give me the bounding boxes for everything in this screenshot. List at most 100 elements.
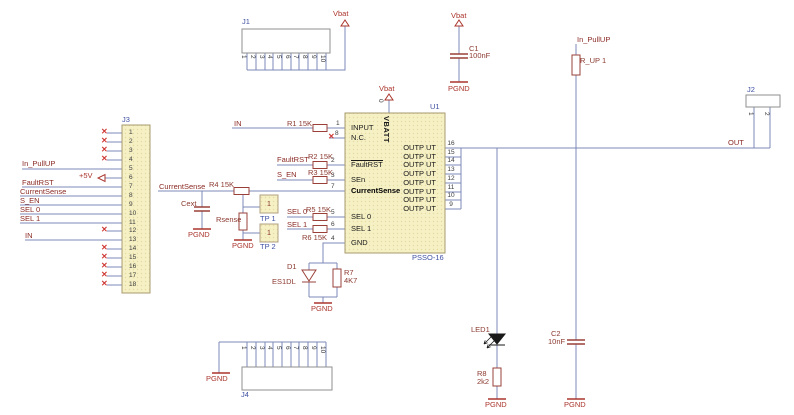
u1-output-pin-label: OUTP UT [403, 169, 436, 178]
p5v-label: +5V [79, 171, 93, 180]
wires [20, 26, 771, 399]
rup-label: R_UP 1 [580, 56, 607, 65]
j4-pin-number: 2 [249, 346, 256, 350]
r5-label: R5 15K [306, 205, 332, 214]
j1-pin-number: 2 [249, 55, 256, 59]
j3-pin-number: 12 [129, 227, 137, 234]
r3-label: R3 15K [308, 168, 334, 177]
no-connect-x-icon: ✕ [101, 154, 108, 163]
testpoint-tp2-body [259, 223, 279, 243]
no-connect-x-icon: ✕ [101, 279, 108, 288]
j3-pin-number: 14 [129, 245, 137, 252]
j4-pin-number: 10 [319, 346, 326, 354]
resistor-r8 [492, 367, 502, 387]
led-arrow-icon [486, 339, 496, 349]
u1-pin-number: 3 [331, 172, 335, 179]
j1-pin-number: 5 [275, 55, 282, 59]
led1-designator: LED1 [471, 325, 490, 334]
no-connect-x-icon: ✕ [101, 243, 108, 252]
c1-designator: C1 [469, 44, 479, 53]
j3-pin-number: 1 [129, 129, 133, 136]
u1-pin-name-sen: SEn [351, 175, 366, 184]
j4-pin-number: 3 [258, 346, 265, 350]
capacitor-cext [194, 206, 210, 212]
j3-pin-number: 4 [129, 156, 133, 163]
j1-designator: J1 [242, 17, 250, 26]
u1-pin-name-gnd: GND [351, 238, 368, 247]
u1-output-pin-label: OUTP UT [403, 143, 436, 152]
j3-pin-number: 15 [129, 254, 137, 261]
j3-pin-number: 16 [129, 263, 137, 270]
u1-pin-number: 2 [331, 157, 335, 164]
r2-label: R2 15K [308, 152, 334, 161]
power-symbols [193, 81, 585, 400]
j4-pin-number: 6 [284, 346, 291, 350]
j3-pin-number: 8 [129, 192, 133, 199]
j1-pin-number: 4 [266, 55, 273, 59]
net-label-currentsense: CurrentSense [159, 182, 206, 191]
pgnd-label: PGND [485, 400, 507, 409]
u1-output-pin-label: OUTP UT [403, 160, 436, 169]
u1-right-pin-number: 11 [447, 184, 455, 191]
r4-label: R4 15K [209, 180, 235, 189]
resistor-r7 [332, 268, 342, 288]
resistor-symbols [233, 54, 581, 387]
r7-value: 4K7 [344, 276, 358, 285]
r7-designator: R7 [344, 268, 354, 277]
u1-output-pin-label: OUTP UT [403, 178, 436, 187]
ic-u1-body [344, 112, 446, 254]
u1-pin-name-sel0: SEL 0 [351, 212, 372, 221]
d1-value: ES1DL [272, 277, 296, 286]
c1-value: 100nF [469, 51, 491, 60]
resistor-rsense [238, 212, 248, 231]
resistor-rup [571, 54, 581, 76]
resistor-r6 [312, 225, 328, 233]
j3-pin-number: 17 [129, 272, 137, 279]
u1-output-pin-label: OUTP UT [403, 204, 436, 213]
capacitor-c1 [450, 53, 468, 59]
u1-pin-name-sel1: SEL 1 [351, 224, 372, 233]
no-connect-x-icon: ✕ [101, 145, 108, 154]
rsense-label: Rsense [216, 215, 242, 224]
capacitor-symbols [194, 53, 585, 345]
j3-pin-number: 6 [129, 174, 133, 181]
connector-j4-body [241, 366, 333, 391]
u1-pin-number: 1 [336, 120, 340, 127]
r8-designator: R8 [477, 369, 487, 378]
j3-designator: J3 [122, 115, 130, 124]
connector-j2-body [745, 94, 781, 108]
u1-top-pin-number: 0 [377, 99, 384, 103]
u1-pin-number: 8 [335, 130, 339, 137]
j3-pin-number: 7 [129, 183, 133, 190]
u1-pin-number: 6 [331, 221, 335, 228]
tp2-designator: TP 2 [260, 242, 276, 251]
testpoint-tp1-body [259, 194, 279, 214]
vbat-label: Vbat [451, 11, 467, 20]
j3-pin-number: 5 [129, 165, 133, 172]
u1-output-pin-label: OUTP UT [403, 152, 436, 161]
u1-pin-number: 4 [331, 235, 335, 242]
no-connect-x-icon: ✕ [101, 127, 108, 136]
vbat-symbols [96, 19, 464, 183]
led1-symbol [483, 333, 507, 349]
u1-pin-number: 5 [331, 209, 335, 216]
tp1-designator: TP 1 [260, 214, 276, 223]
j3-pin-number: 11 [129, 219, 136, 226]
j4-pin-number: 9 [310, 346, 317, 350]
no-connect-x-icon: ✕ [101, 270, 108, 279]
resistor-r4 [233, 187, 250, 195]
u1-output-pin-label: OUTP UT [403, 187, 436, 196]
j3-pin-number: 18 [129, 281, 137, 288]
net-label-out: OUT [728, 138, 744, 147]
r8-value: 2k2 [477, 377, 490, 386]
net-label-sel0: SEL 0 [20, 205, 41, 214]
u1-pin-name-vbatt: VBATT [382, 116, 391, 143]
u1-output-pin-label: OUTP UT [403, 195, 436, 204]
resistor-r3 [312, 176, 328, 184]
j1-pin-number: 10 [319, 55, 326, 63]
resistor-r1 [312, 124, 328, 132]
vbat-label: Vbat [333, 9, 349, 18]
net-label-in: IN [25, 231, 33, 240]
p5v-arrow-icon [96, 173, 106, 183]
